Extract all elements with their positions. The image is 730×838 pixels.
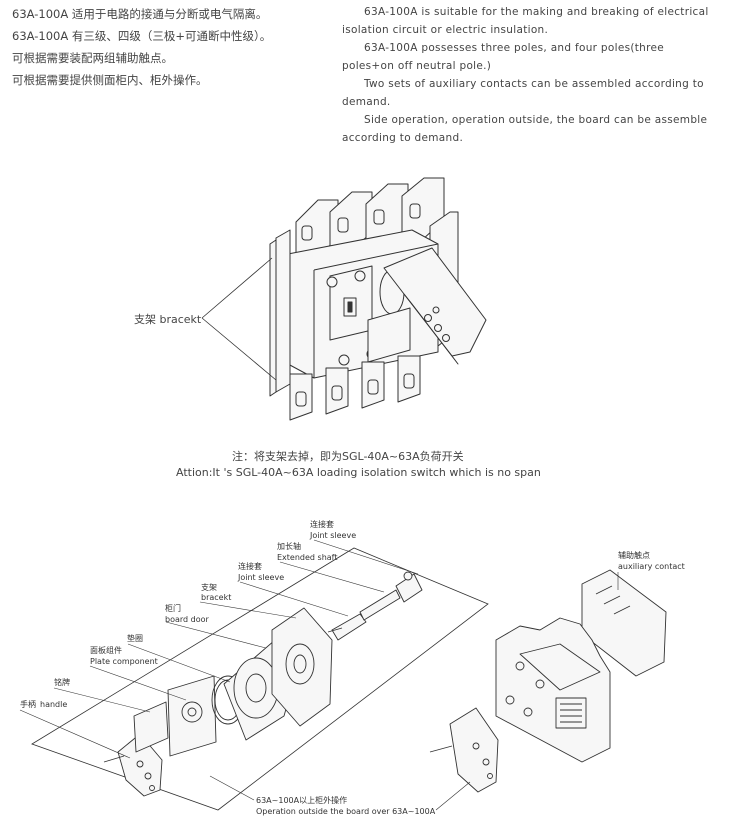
bracket-en: bracekt (201, 593, 231, 602)
note-chinese: 注：将支架去掉，即为SGL-40A~63A负荷开关 (232, 450, 464, 463)
right-text-line: Two sets of auxiliary contacts can be as… (364, 78, 704, 90)
operation-outside-cn: 63A~100A以上柜外操作 (256, 795, 347, 805)
left-text-line: 可根据需要装配两组辅助触点。 (12, 51, 173, 65)
right-text-line: 63A-100A possesses three poles, and four… (364, 42, 665, 54)
board-door-cn: 柜门 (165, 603, 181, 613)
board-door-en: board door (165, 615, 210, 624)
left-text-line: 63A-100A 有三级、四级（三极+可通断中性级）。 (12, 29, 272, 43)
aux-contact-en: auxiliary contact (618, 562, 685, 571)
right-text-line: poles+on off neutral pole.) (342, 60, 492, 72)
right-text-line: Side operation, operation outside, the b… (364, 114, 708, 126)
aux-contact-cn: 辅助触点 (618, 550, 650, 560)
extended-shaft-en: Extended shaft (277, 553, 338, 562)
gasket-cn: 垫圈 (127, 633, 143, 643)
right-text-line: isolation circuit or electric insulation… (342, 24, 549, 36)
left-text-line: 可根据需要提供侧面柜内、柜外操作。 (12, 73, 208, 87)
plate-component-en: Plate component (90, 657, 158, 666)
joint-sleeve-top-en: Joint sleeve (309, 531, 356, 540)
extended-shaft-cn: 加长轴 (277, 541, 301, 551)
right-text-line: 63A-100A is suitable for the making and … (364, 6, 709, 18)
plate-component-cn: 面板组件 (90, 645, 122, 655)
handle-cn: 手柄 (20, 699, 36, 709)
note-english: Attion:It 's SGL-40A~63A loading isolati… (176, 466, 541, 479)
operation-outside-en: Operation outside the board over 63A~100… (256, 807, 436, 816)
bracket-cn: 支架 (201, 582, 217, 592)
left-text-line: 63A-100A 适用于电路的接通与分断或电气隔离。 (12, 7, 268, 21)
nameplate-cn: 铭牌 (54, 677, 70, 687)
bracket-label: 支架 bracekt (134, 313, 202, 326)
joint-sleeve-en: Joint sleeve (237, 573, 284, 582)
right-text-line: according to demand. (342, 132, 464, 144)
joint-sleeve-top-cn: 连接套 (310, 519, 334, 529)
joint-sleeve-cn: 连接套 (238, 561, 262, 571)
handle-en: handle (40, 700, 67, 709)
right-text-line: demand. (342, 96, 391, 108)
